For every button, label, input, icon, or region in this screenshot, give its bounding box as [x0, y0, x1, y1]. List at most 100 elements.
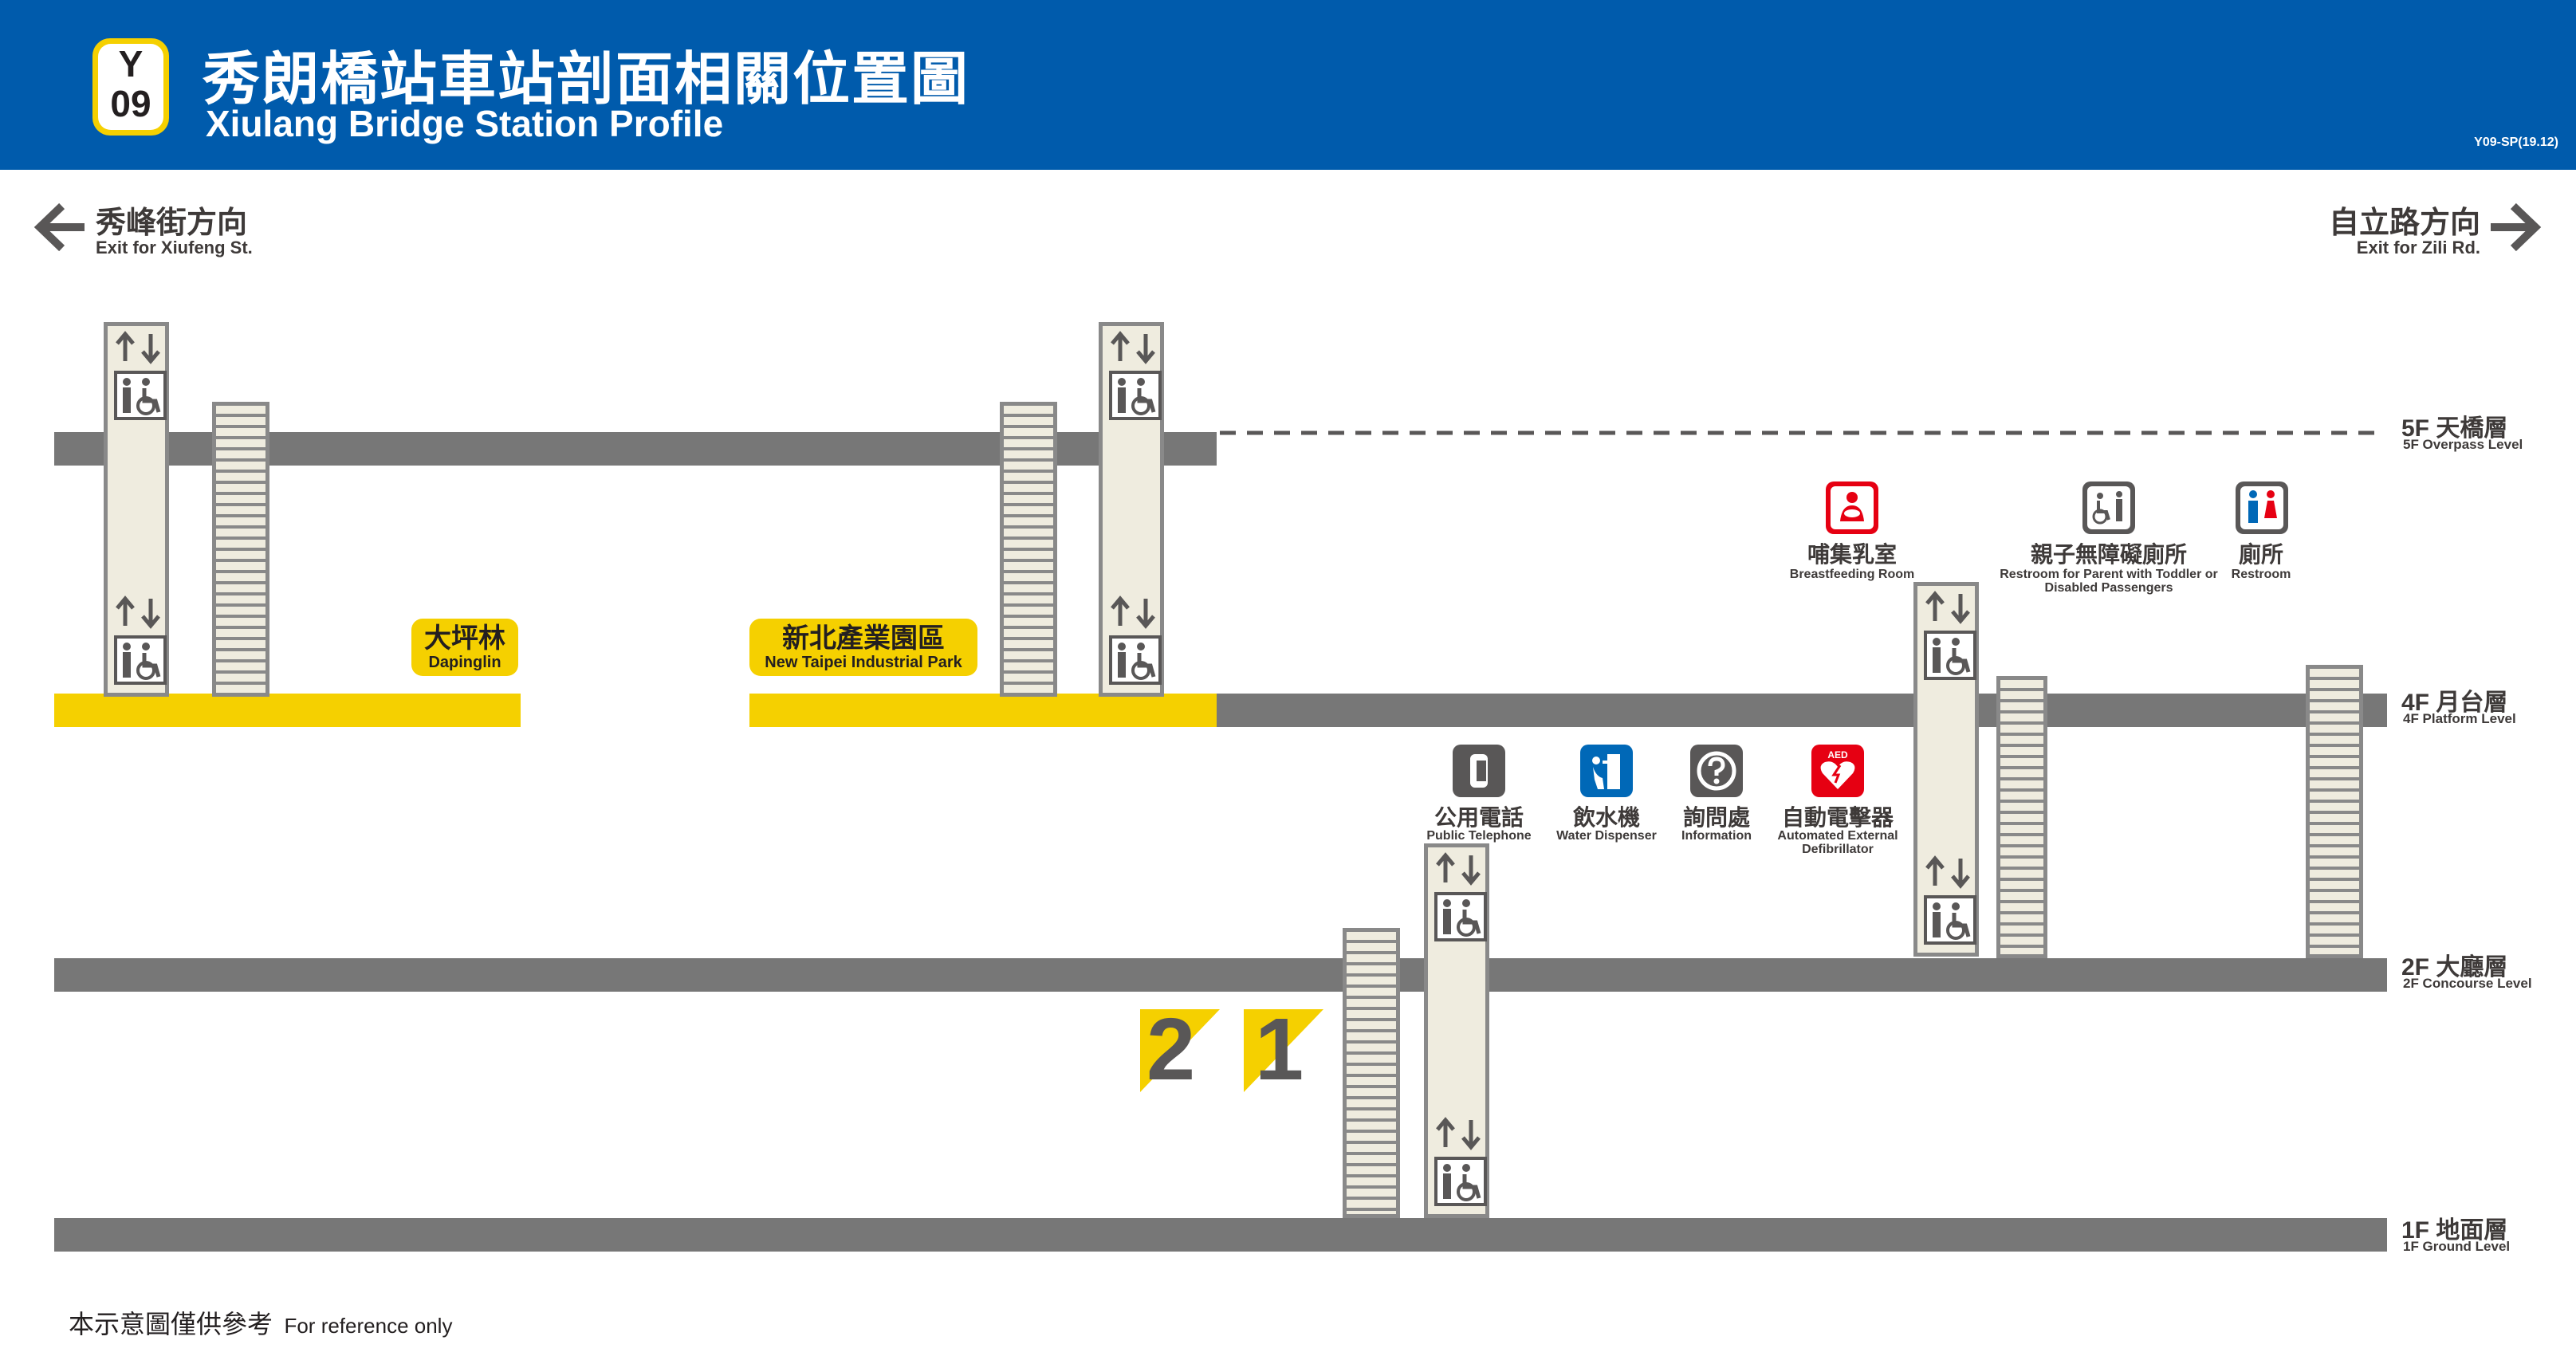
elevator-wheelchair-icon — [1109, 635, 1162, 685]
up-down-arrows-icon — [1925, 591, 1970, 624]
elevator-wheelchair-icon — [1109, 371, 1162, 420]
direction-right-zh: 自立路方向 — [2328, 206, 2480, 240]
line-code: Y — [118, 43, 144, 85]
elevator-stop — [1428, 847, 1487, 953]
exit-number: 2 — [1146, 1000, 1196, 1099]
telephone-label-zh: 公用電話 — [1434, 805, 1524, 830]
aed-label-zh: 自動電擊器 — [1781, 805, 1894, 830]
up-down-arrows-icon — [1111, 331, 1155, 364]
water-dispenser-label-en: Water Dispenser — [1556, 829, 1657, 843]
up-down-arrows-icon — [1925, 855, 1970, 889]
platform-direction-zh: 大坪林 — [424, 623, 505, 654]
aed-label-en: Automated External Defibrillator — [1777, 829, 1898, 856]
platform-bar-left — [54, 694, 521, 727]
up-down-arrows-icon — [116, 595, 160, 629]
information-label-en: Information — [1681, 829, 1752, 843]
escalator — [212, 402, 269, 697]
exit-1-marker: 1 — [1244, 1000, 1323, 1099]
escalator — [1996, 676, 2047, 958]
aed-icon-text: AED — [1827, 749, 1848, 761]
restroom-glyph — [2240, 486, 2283, 529]
exit-number: 1 — [1255, 1000, 1304, 1099]
restroom-label-en: Restroom — [2231, 568, 2291, 581]
escalator — [1000, 402, 1057, 697]
information-glyph — [1697, 751, 1736, 791]
platform-direction-en: New Taipei Industrial Park — [765, 654, 962, 671]
floor-2f-bar — [54, 958, 2387, 992]
elevator-wheelchair-icon — [1924, 631, 1976, 680]
family-restroom-label-zh: 親子無障礙廁所 — [2030, 542, 2187, 567]
direction-left-zh: 秀峰街方向 — [96, 206, 248, 240]
elevator-wheelchair-icon — [114, 635, 167, 685]
restroom-label-zh: 廁所 — [2238, 542, 2283, 567]
platform-direction-dapinglin: 大坪林 Dapinglin — [411, 619, 518, 676]
platform-bar-center — [749, 694, 1217, 727]
elevator-shaft — [1424, 843, 1489, 1218]
telephone-icon — [1453, 745, 1505, 797]
family-restroom-label-en: Restroom for Parent with Toddler or Disa… — [2000, 568, 2218, 595]
exit-2-marker: 2 — [1140, 1000, 1220, 1099]
platform-direction-en: Dapinglin — [428, 654, 501, 671]
elevator-shaft — [104, 322, 169, 697]
up-down-arrows-icon — [1111, 595, 1155, 629]
floor-4f-bar — [1217, 694, 2387, 727]
level-1f-label-zh: 1F 地面層 — [2401, 1217, 2508, 1244]
elevator-stop — [1917, 851, 1976, 956]
information-label-zh: 詢問處 — [1682, 805, 1750, 830]
escalator — [1343, 928, 1400, 1218]
family-accessible-restroom-icon — [2082, 481, 2135, 534]
elevator-shaft — [1099, 322, 1164, 697]
arrow-left-icon — [33, 202, 85, 252]
arrow-right-icon — [2491, 202, 2542, 252]
level-2f-label-zh: 2F 大廳層 — [2401, 954, 2508, 981]
telephone-label-en: Public Telephone — [1426, 829, 1532, 843]
elevator-stop — [1103, 326, 1162, 431]
footer-note-zh: 本示意圖僅供參考 — [69, 1310, 273, 1338]
water-dispenser-glyph — [1592, 754, 1620, 789]
breastfeeding-label-zh: 哺集乳室 — [1807, 542, 1897, 567]
elevator-wheelchair-icon — [1924, 895, 1976, 945]
footer-note: 本示意圖僅供參考 For reference only — [69, 1304, 452, 1341]
elevator-wheelchair-icon — [1434, 1157, 1487, 1206]
aed-glyph: AED — [1820, 749, 1855, 789]
direction-left-en: Exit for Xiufeng St. — [96, 238, 253, 257]
elevator-wheelchair-icon — [1434, 892, 1487, 941]
header-bar — [0, 0, 2576, 170]
level-5f-label-zh: 5F 天橋層 — [2401, 415, 2508, 442]
elevator-stop — [1103, 591, 1162, 696]
station-number-badge: Y 09 — [92, 38, 169, 136]
elevator-wheelchair-icon — [114, 371, 167, 420]
telephone-glyph — [1470, 754, 1488, 788]
level-5f-label-en: 5F Overpass Level — [2403, 437, 2523, 452]
information-icon — [1690, 745, 1743, 797]
level-1f-label-en: 1F Ground Level — [2403, 1239, 2511, 1254]
elevator-stop — [1428, 1112, 1487, 1217]
up-down-arrows-icon — [116, 331, 160, 364]
water-dispenser-icon — [1580, 745, 1633, 797]
aed-icon: AED — [1811, 745, 1864, 797]
exit-marker-triangle — [1140, 1009, 1220, 1092]
elevator-stop — [108, 591, 167, 696]
elevator-shaft — [1913, 582, 1979, 957]
station-number: 09 — [110, 83, 151, 124]
breastfeeding-icon — [1826, 481, 1878, 534]
platform-direction-industrial-park: 新北產業園區 New Taipei Industrial Park — [749, 619, 977, 676]
level-4f-label-en: 4F Platform Level — [2403, 711, 2516, 726]
floor-1f-bar — [54, 1218, 2387, 1252]
level-2f-label-en: 2F Concourse Level — [2403, 976, 2532, 991]
document-code: Y09-SP(19.12) — [2474, 136, 2558, 149]
elevator-stop — [1917, 586, 1976, 691]
platform-direction-zh: 新北產業園區 — [782, 623, 945, 654]
elevator-stop — [108, 326, 167, 431]
footer-note-en: For reference only — [284, 1314, 453, 1338]
page-title-en: Xiulang Bridge Station Profile — [206, 103, 724, 144]
level-4f-label-zh: 4F 月台層 — [2401, 690, 2508, 716]
breastfeeding-glyph — [1831, 486, 1874, 529]
floor-5f-dashed — [1220, 430, 2384, 435]
up-down-arrows-icon — [1436, 852, 1481, 886]
water-dispenser-label-zh: 飲水機 — [1572, 805, 1640, 830]
escalator — [2306, 665, 2363, 958]
page-title-zh: 秀朗橋站車站剖面相關位置圖 — [203, 48, 970, 112]
breastfeeding-label-en: Breastfeeding Room — [1789, 568, 1915, 581]
exit-marker-triangle — [1244, 1009, 1323, 1092]
